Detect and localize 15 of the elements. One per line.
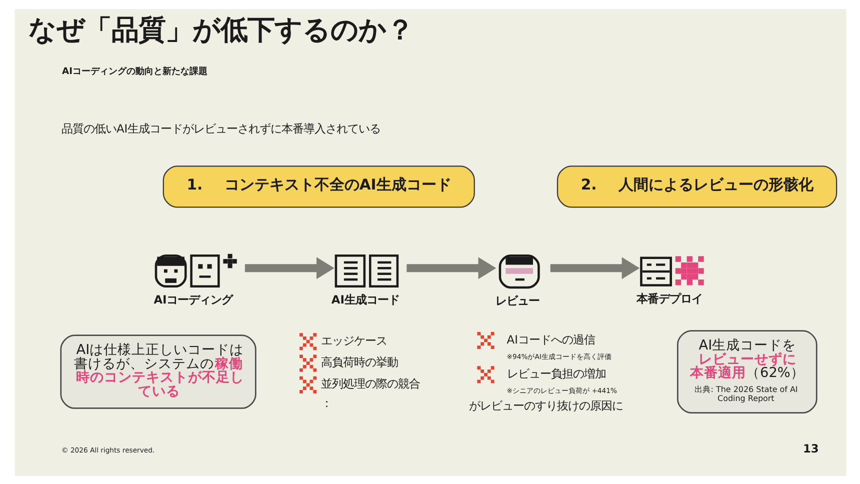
label: ： [320,396,332,410]
node-label: レビュー [494,293,539,308]
label: 高負荷時の挙動 [320,354,398,369]
label: エッジケース [320,332,387,347]
label: AIコーディングの動向と新たな課題 [62,66,207,76]
label: AIコードへの過信 [506,332,594,346]
node-label: 本番デプロイ [636,290,702,305]
label: 並列処理の際の競合 [320,376,420,390]
node-label: AIコーディング [153,292,232,306]
diagram-title: なぜ「品質」が低下するのか？ [28,14,413,46]
label: 品質の低いAI生成コードがレビューされずに本番導入されている [60,121,380,136]
label: 13 [802,441,818,456]
node-label: AI生成コード [330,292,399,306]
label: レビュー負担の増加 [506,366,606,380]
label: がレビューのすり抜けの原因に [468,398,623,412]
